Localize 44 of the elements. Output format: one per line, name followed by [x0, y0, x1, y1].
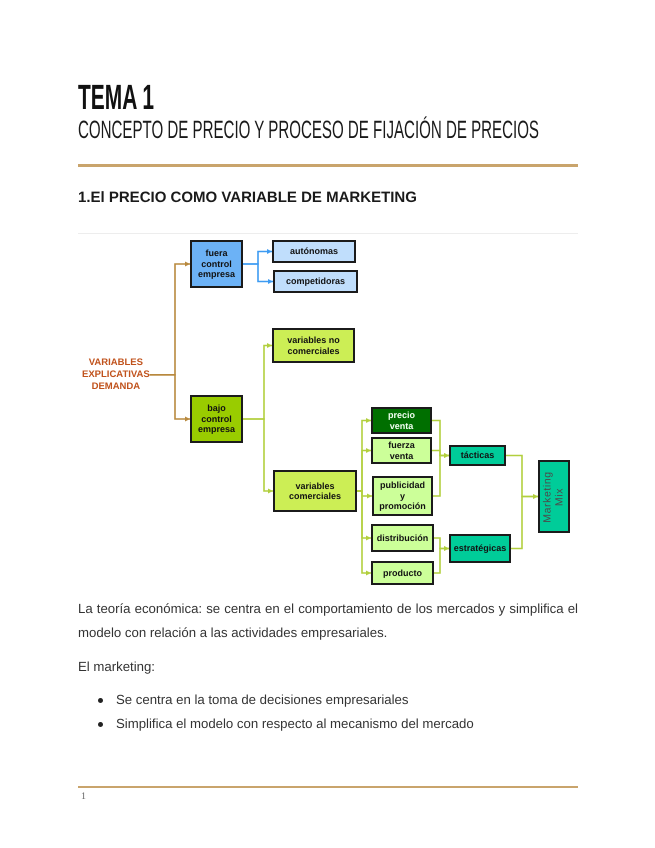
arrow — [150, 374, 190, 422]
category-box — [371, 561, 434, 585]
box-label: estratégicas — [454, 543, 506, 554]
box-label: producto — [383, 568, 422, 578]
box-label: publicidad y promoción — [378, 480, 426, 512]
body-paragraph: La teoría económica: se centra en el comportamiento de los mercados y simplifica el modelo con relación a las actividades empresariales. — [78, 600, 578, 642]
category-box — [272, 240, 356, 263]
box-label: precio venta — [386, 410, 416, 431]
box-label: fuera control empresa — [196, 248, 236, 280]
bullet-text: Se centra en la toma de decisiones empresariales — [116, 691, 410, 709]
category-box — [190, 395, 243, 443]
body-paragraph: El marketing: — [78, 658, 156, 676]
box-label: Marketing Mix — [542, 470, 566, 524]
box-label: fuerza venta — [387, 440, 416, 461]
arrow — [433, 453, 449, 497]
page-number: 1 — [81, 792, 86, 802]
category-box — [372, 476, 433, 516]
page-title: TEMA 1 — [78, 80, 154, 115]
arrow — [243, 263, 273, 284]
box-label: tácticas — [460, 450, 494, 461]
category-box — [449, 445, 506, 466]
arrow — [243, 418, 273, 494]
arrow — [511, 494, 538, 550]
category-box — [538, 460, 570, 533]
page-subtitle: CONCEPTO DE PRECIO Y PROCESO DE FIJACIÓN DE PRECIOS — [78, 118, 539, 143]
category-box — [273, 470, 357, 512]
category-box — [371, 407, 432, 434]
category-box — [272, 328, 355, 363]
category-box — [449, 534, 511, 563]
box-label: competidoras — [286, 276, 345, 287]
bullet-text: Simplifica el modelo con respecto al mecanismo del mercado — [116, 715, 475, 733]
box-label: variables comerciales — [288, 480, 342, 502]
root-label: VARIABLES EXPLICATIVAS DEMANDA — [82, 357, 150, 393]
box-label: bajo control empresa — [196, 403, 236, 435]
box-label: variables no comerciales — [286, 335, 341, 356]
category-box — [371, 524, 434, 552]
arrow — [434, 546, 449, 574]
category-box — [190, 240, 243, 288]
box-label: distribución — [376, 532, 428, 544]
arrow — [357, 490, 371, 576]
section-heading: 1.El PRECIO COMO VARIABLE DE MARKETING — [78, 190, 417, 205]
category-box — [371, 437, 432, 464]
category-box — [273, 270, 358, 293]
box-label: autónomas — [290, 246, 338, 257]
